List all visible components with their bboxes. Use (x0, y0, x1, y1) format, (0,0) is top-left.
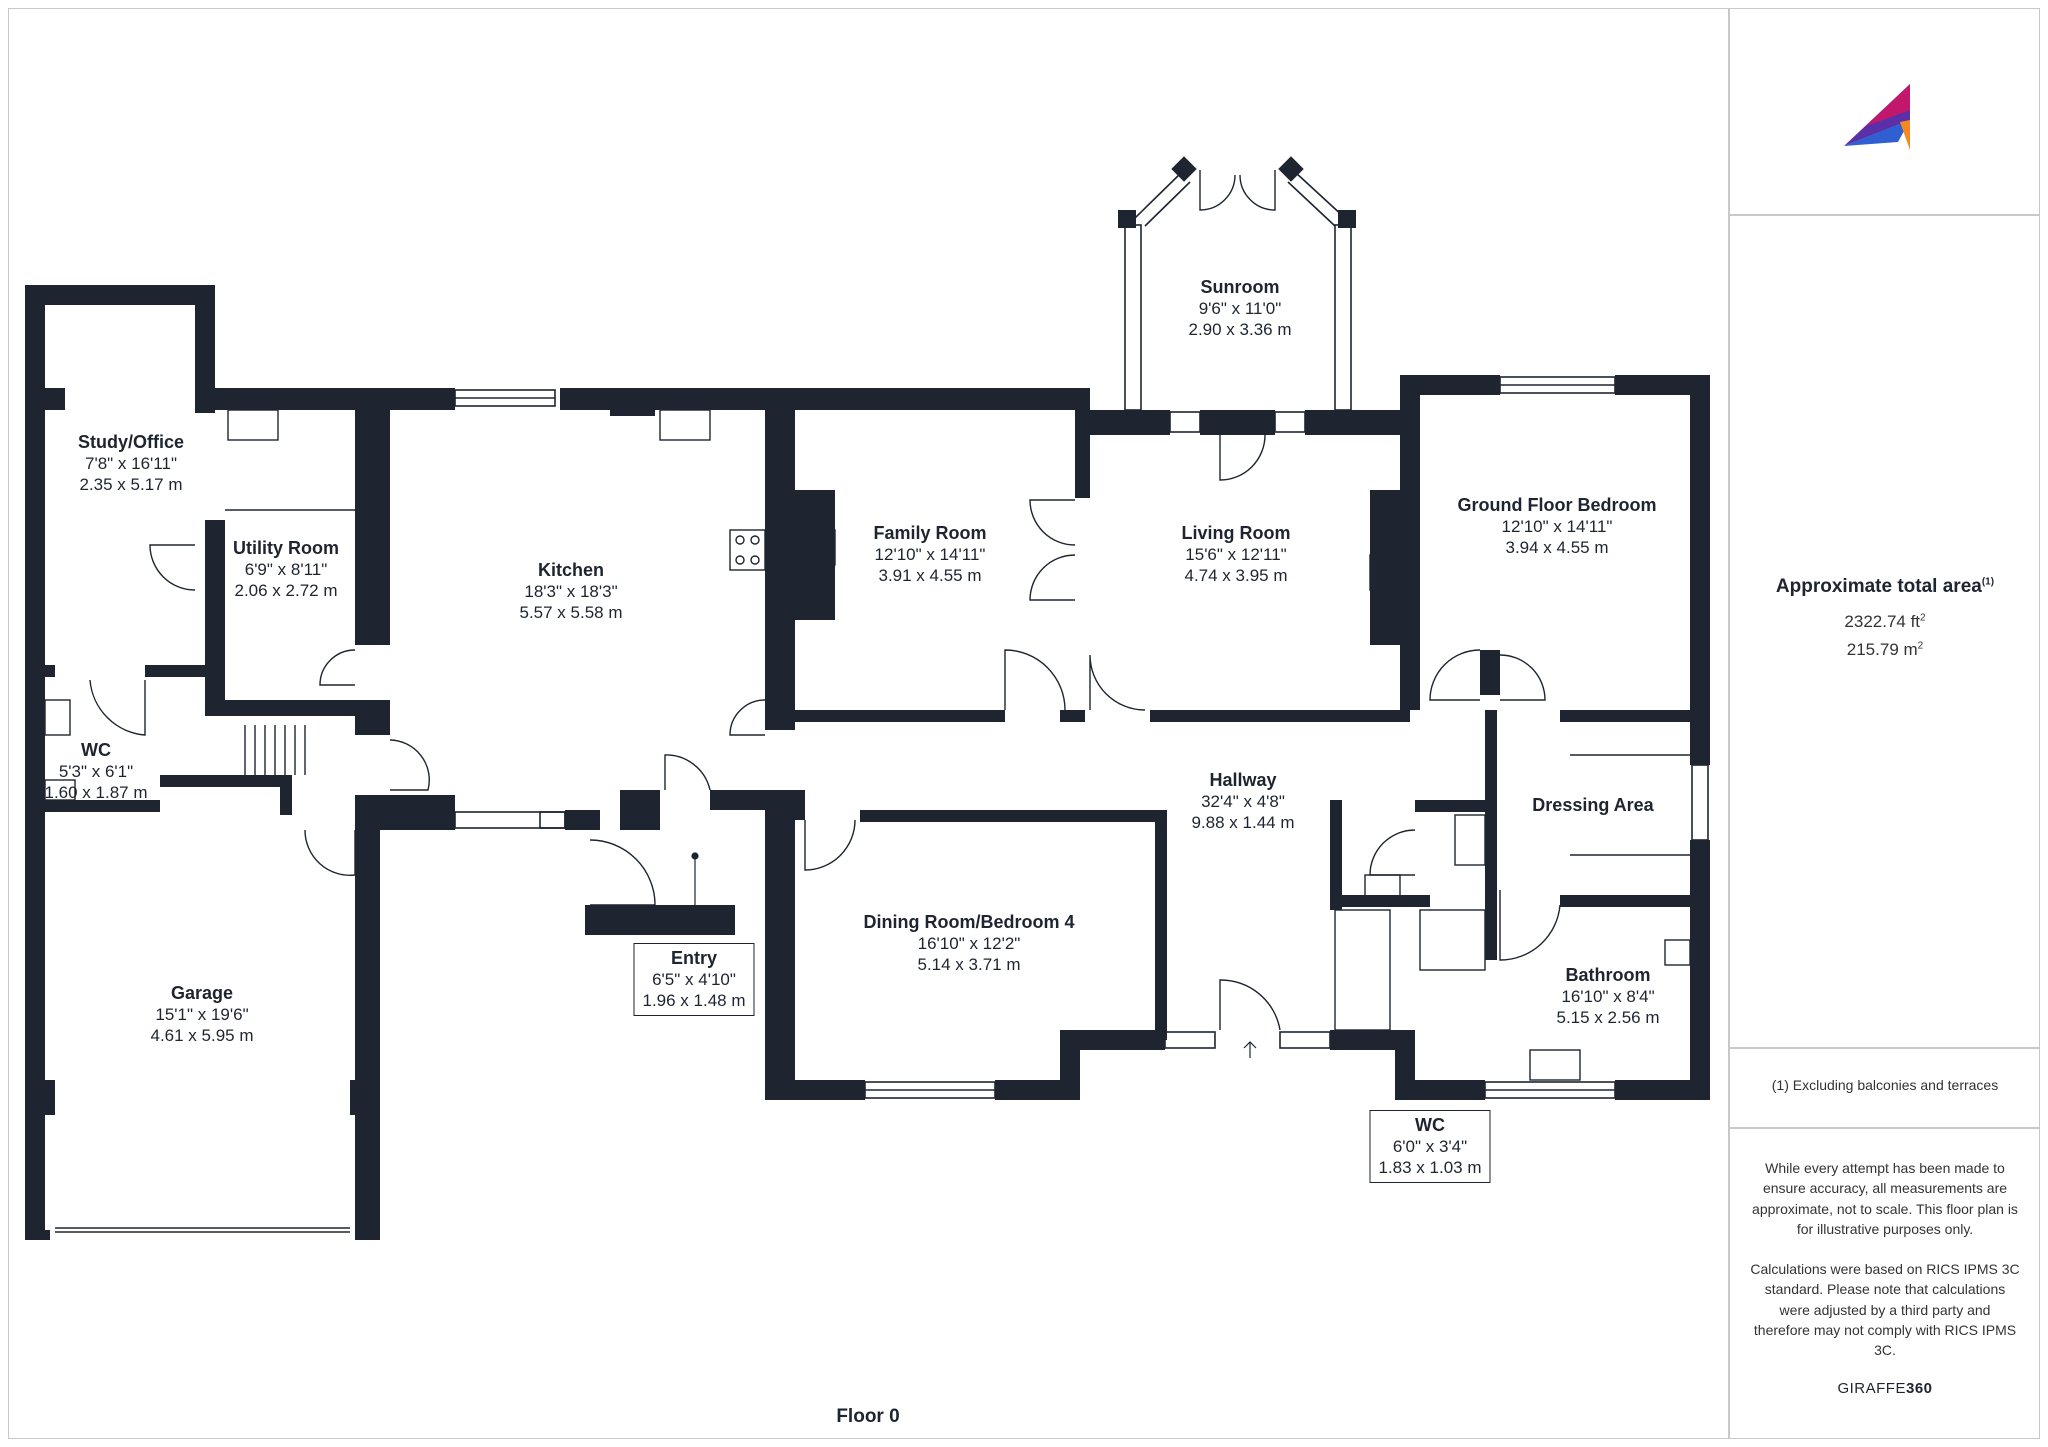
area-metric: 215.79 m2 (1847, 640, 1923, 660)
room-utility: Utility Room 6'9" x 8'11" 2.06 x 2.72 m (233, 538, 339, 601)
room-dining: Dining Room/Bedroom 4 16'10" x 12'2" 5.1… (864, 912, 1075, 975)
room-wc-1: WC 5'3" x 6'1" 1.60 x 1.87 m (44, 740, 147, 803)
room-name: WC (80, 740, 111, 760)
room-name: Study/Office (77, 432, 185, 452)
room-garage: Garage 15'1" x 19'6" 4.61 x 5.95 m (150, 983, 253, 1046)
room-dressing: Dressing Area (1532, 795, 1653, 817)
room-name: Garage (170, 983, 234, 1003)
room-dim-imperial: 6'0" x 3'4" (1392, 1136, 1468, 1156)
cooktop-icon (729, 529, 766, 571)
room-dim-metric: 1.83 x 1.03 m (1378, 1157, 1482, 1177)
sidebar-separator-bottom (1729, 1127, 2040, 1129)
room-dim-imperial: 15'6" x 12'11" (1185, 544, 1287, 564)
room-dim-imperial: 16'10" x 8'4" (1561, 986, 1655, 1006)
sink-icon (659, 409, 711, 441)
basin-icon (1364, 874, 1401, 901)
sidebar-divider (1728, 8, 1730, 1439)
area-imperial-sup: 2 (1920, 612, 1926, 624)
sidebar-separator-middle (1729, 1047, 2040, 1049)
area-metric-value: 215.79 m (1846, 640, 1918, 659)
area-metric-sup: 2 (1917, 640, 1924, 652)
disclaimer-accuracy: While every attempt has been made to ens… (1752, 1160, 2018, 1237)
giraffe360-logo-icon (1844, 84, 1910, 150)
room-dim-metric: 5.14 x 3.71 m (917, 954, 1021, 974)
room-dim-metric: 5.57 x 5.58 m (519, 602, 623, 622)
toilet-icon (1454, 814, 1486, 866)
room-dim-metric: 4.61 x 5.95 m (150, 1025, 254, 1045)
room-dim-imperial: 6'9" x 8'11" (244, 559, 328, 579)
brand-name: GIRAFFE360 (1837, 1380, 1932, 1397)
windows (26, 171, 1709, 1233)
room-dim-imperial: 9'6" x 11'0" (1198, 298, 1282, 318)
toilet-icon (44, 699, 71, 736)
room-dim-metric: 3.94 x 4.55 m (1505, 537, 1609, 557)
room-name: Dining Room/Bedroom 4 (863, 912, 1075, 932)
room-dim-metric: 5.15 x 2.56 m (1556, 1007, 1660, 1027)
room-dim-metric: 9.88 x 1.44 m (1191, 812, 1295, 832)
brand-name-a: GIRAFFE (1837, 1380, 1906, 1397)
room-dim-metric: 1.60 x 1.87 m (44, 782, 148, 802)
basin-icon (1529, 1049, 1581, 1081)
floor-plan (25, 156, 1710, 1240)
room-name: Family Room (873, 523, 987, 543)
bathtub-icon (1334, 909, 1391, 1031)
room-name: Entry (670, 948, 718, 968)
room-study: Study/Office 7'8" x 16'11" 2.35 x 5.17 m (78, 432, 184, 495)
room-name: WC (1414, 1115, 1445, 1135)
sink-icon (227, 409, 279, 441)
room-dim-imperial: 12'10" x 14'11" (874, 544, 986, 564)
fixtures (44, 409, 1691, 1081)
room-dim-imperial: 18'3" x 18'3" (524, 581, 618, 601)
room-name: Dressing Area (1532, 795, 1654, 815)
room-dim-metric: 2.35 x 5.17 m (79, 474, 183, 494)
room-dim-metric: 4.74 x 3.95 m (1184, 565, 1288, 585)
room-dim-imperial: 32'4" x 4'8" (1201, 791, 1285, 811)
area-imperial-value: 2322.74 ft (1844, 612, 1921, 631)
room-dim-imperial: 16'10" x 12'2" (917, 933, 1021, 953)
room-kitchen: Kitchen 18'3" x 18'3" 5.57 x 5.58 m (519, 560, 622, 623)
sidebar-separator-top (1729, 214, 2040, 216)
walls (25, 156, 1710, 1240)
room-name: Kitchen (537, 560, 605, 580)
room-entry: Entry 6'5" x 4'10" 1.96 x 1.48 m (633, 943, 755, 1017)
room-name: Bathroom (1565, 965, 1651, 985)
area-title: Approximate total area(1) (1776, 576, 1994, 598)
room-dim-metric: 2.06 x 2.72 m (234, 580, 338, 600)
room-bathroom: Bathroom 16'10" x 8'4" 5.15 x 2.56 m (1556, 965, 1659, 1028)
room-name: Living Room (1181, 523, 1291, 543)
room-wc-2: WC 6'0" x 3'4" 1.83 x 1.03 m (1369, 1110, 1491, 1184)
room-dim-imperial: 12'10" x 14'11" (1501, 516, 1613, 536)
room-family: Family Room 12'10" x 14'11" 3.91 x 4.55 … (873, 523, 986, 586)
disclaimer-calculations: Calculations were based on RICS IPMS 3C … (1750, 1261, 2020, 1359)
doors (89, 170, 1561, 1031)
entry-arrow (691, 852, 1257, 1058)
area-note-marker: (1) (1981, 576, 1995, 588)
room-name: Sunroom (1200, 277, 1280, 297)
brand-name-b: 360 (1905, 1380, 1933, 1397)
room-dim-imperial: 7'8" x 16'11" (85, 453, 177, 473)
room-hallway: Hallway 32'4" x 4'8" 9.88 x 1.44 m (1191, 770, 1294, 833)
page-frame (8, 8, 2040, 1439)
room-dim-metric: 1.96 x 1.48 m (642, 990, 746, 1010)
room-dim-imperial: 6'5" x 4'10" (652, 969, 736, 989)
toilet-icon (1664, 939, 1691, 966)
room-name: Ground Floor Bedroom (1457, 495, 1657, 515)
room-sunroom: Sunroom 9'6" x 11'0" 2.90 x 3.36 m (1188, 277, 1291, 340)
room-dim-metric: 3.91 x 4.55 m (878, 565, 982, 585)
shower-icon (1419, 909, 1486, 971)
room-living: Living Room 15'6" x 12'11" 4.74 x 3.95 m (1182, 523, 1291, 586)
room-name: Utility Room (233, 538, 339, 558)
room-dim-imperial: 15'1" x 19'6" (155, 1004, 249, 1024)
room-dim-metric: 2.90 x 3.36 m (1188, 319, 1292, 339)
room-dim-imperial: 5'3" x 6'1" (58, 761, 134, 781)
room-bedroom: Ground Floor Bedroom 12'10" x 14'11" 3.9… (1458, 495, 1657, 558)
area-footnote: (1) Excluding balconies and terraces (1771, 1077, 1999, 1093)
area-imperial: 2322.74 ft2 (1844, 612, 1925, 632)
disclaimer: While every attempt has been made to ens… (1750, 1158, 2020, 1381)
area-title-text: Approximate total area (1775, 576, 1982, 597)
floor-label: Floor 0 (836, 1406, 900, 1427)
room-name: Hallway (1209, 770, 1277, 790)
